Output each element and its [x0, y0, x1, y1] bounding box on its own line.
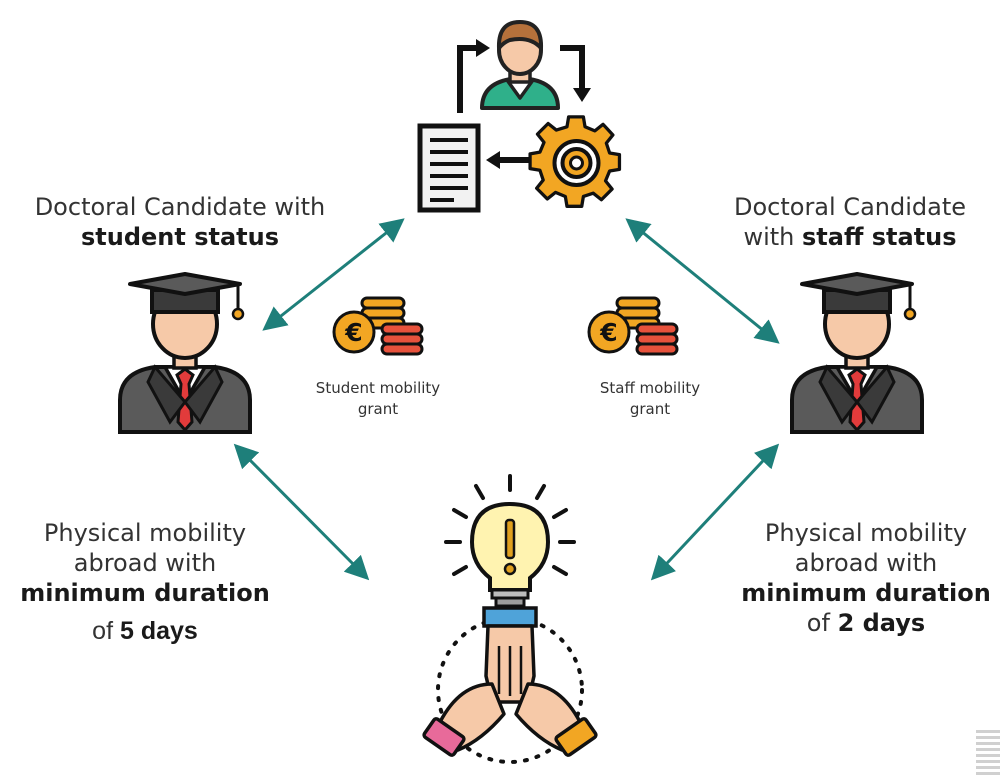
idea-bulb-icon: [444, 474, 576, 608]
user-icon: [480, 20, 560, 110]
right-mobility-line1: Physical mobility: [764, 519, 968, 547]
arrow-bottom-left: [233, 443, 370, 581]
right-mobility-days: 2 days: [837, 609, 926, 637]
document-icon: [417, 123, 481, 213]
svg-text:€: €: [599, 318, 617, 347]
arrow-bottom-right: [650, 443, 780, 581]
left-mobility-line1: Physical mobility: [43, 519, 247, 547]
staff-grant-label: Staff mobility grant: [560, 378, 740, 420]
arrow-top-left: [262, 218, 405, 331]
right-mobility-caption: Physical mobility abroad with minimum du…: [735, 518, 997, 638]
left-candidate-line1: Doctoral Candidate with: [34, 193, 326, 221]
left-mobility-line2: abroad with: [73, 549, 217, 577]
right-candidate-status: staff status: [802, 223, 957, 251]
left-candidate-caption: Doctoral Candidate with student status: [20, 192, 340, 252]
left-mobility-line3: minimum duration: [20, 579, 270, 607]
student-grant-label: Student mobility grant: [288, 378, 468, 420]
left-mobility-caption: Physical mobility abroad with minimum du…: [10, 518, 280, 646]
staff-grant-line1: Staff mobility: [599, 379, 701, 397]
gear-icon: [528, 115, 622, 208]
student-grant-line2: grant: [357, 400, 399, 418]
left-candidate-status: student status: [80, 223, 279, 251]
staff-grant-line2: grant: [629, 400, 671, 418]
right-mobility-line3: minimum duration: [741, 579, 991, 607]
left-mobility-days: 5 days: [119, 617, 198, 645]
right-mobility-line2: abroad with: [794, 549, 938, 577]
left-mobility-of: of: [92, 617, 120, 645]
hands-together-icon: [422, 606, 598, 764]
arrow-top-right: [625, 218, 780, 344]
right-mobility-of: of: [806, 609, 838, 637]
workflow-icon: [417, 20, 622, 213]
idea-hands-icon: [422, 474, 598, 764]
corner-decoration: [976, 730, 1000, 775]
graduate-icon: [118, 272, 252, 434]
graduate-icon: [790, 272, 924, 434]
right-candidate-line1: Doctoral Candidate: [733, 193, 967, 221]
student-grant-line1: Student mobility: [315, 379, 441, 397]
